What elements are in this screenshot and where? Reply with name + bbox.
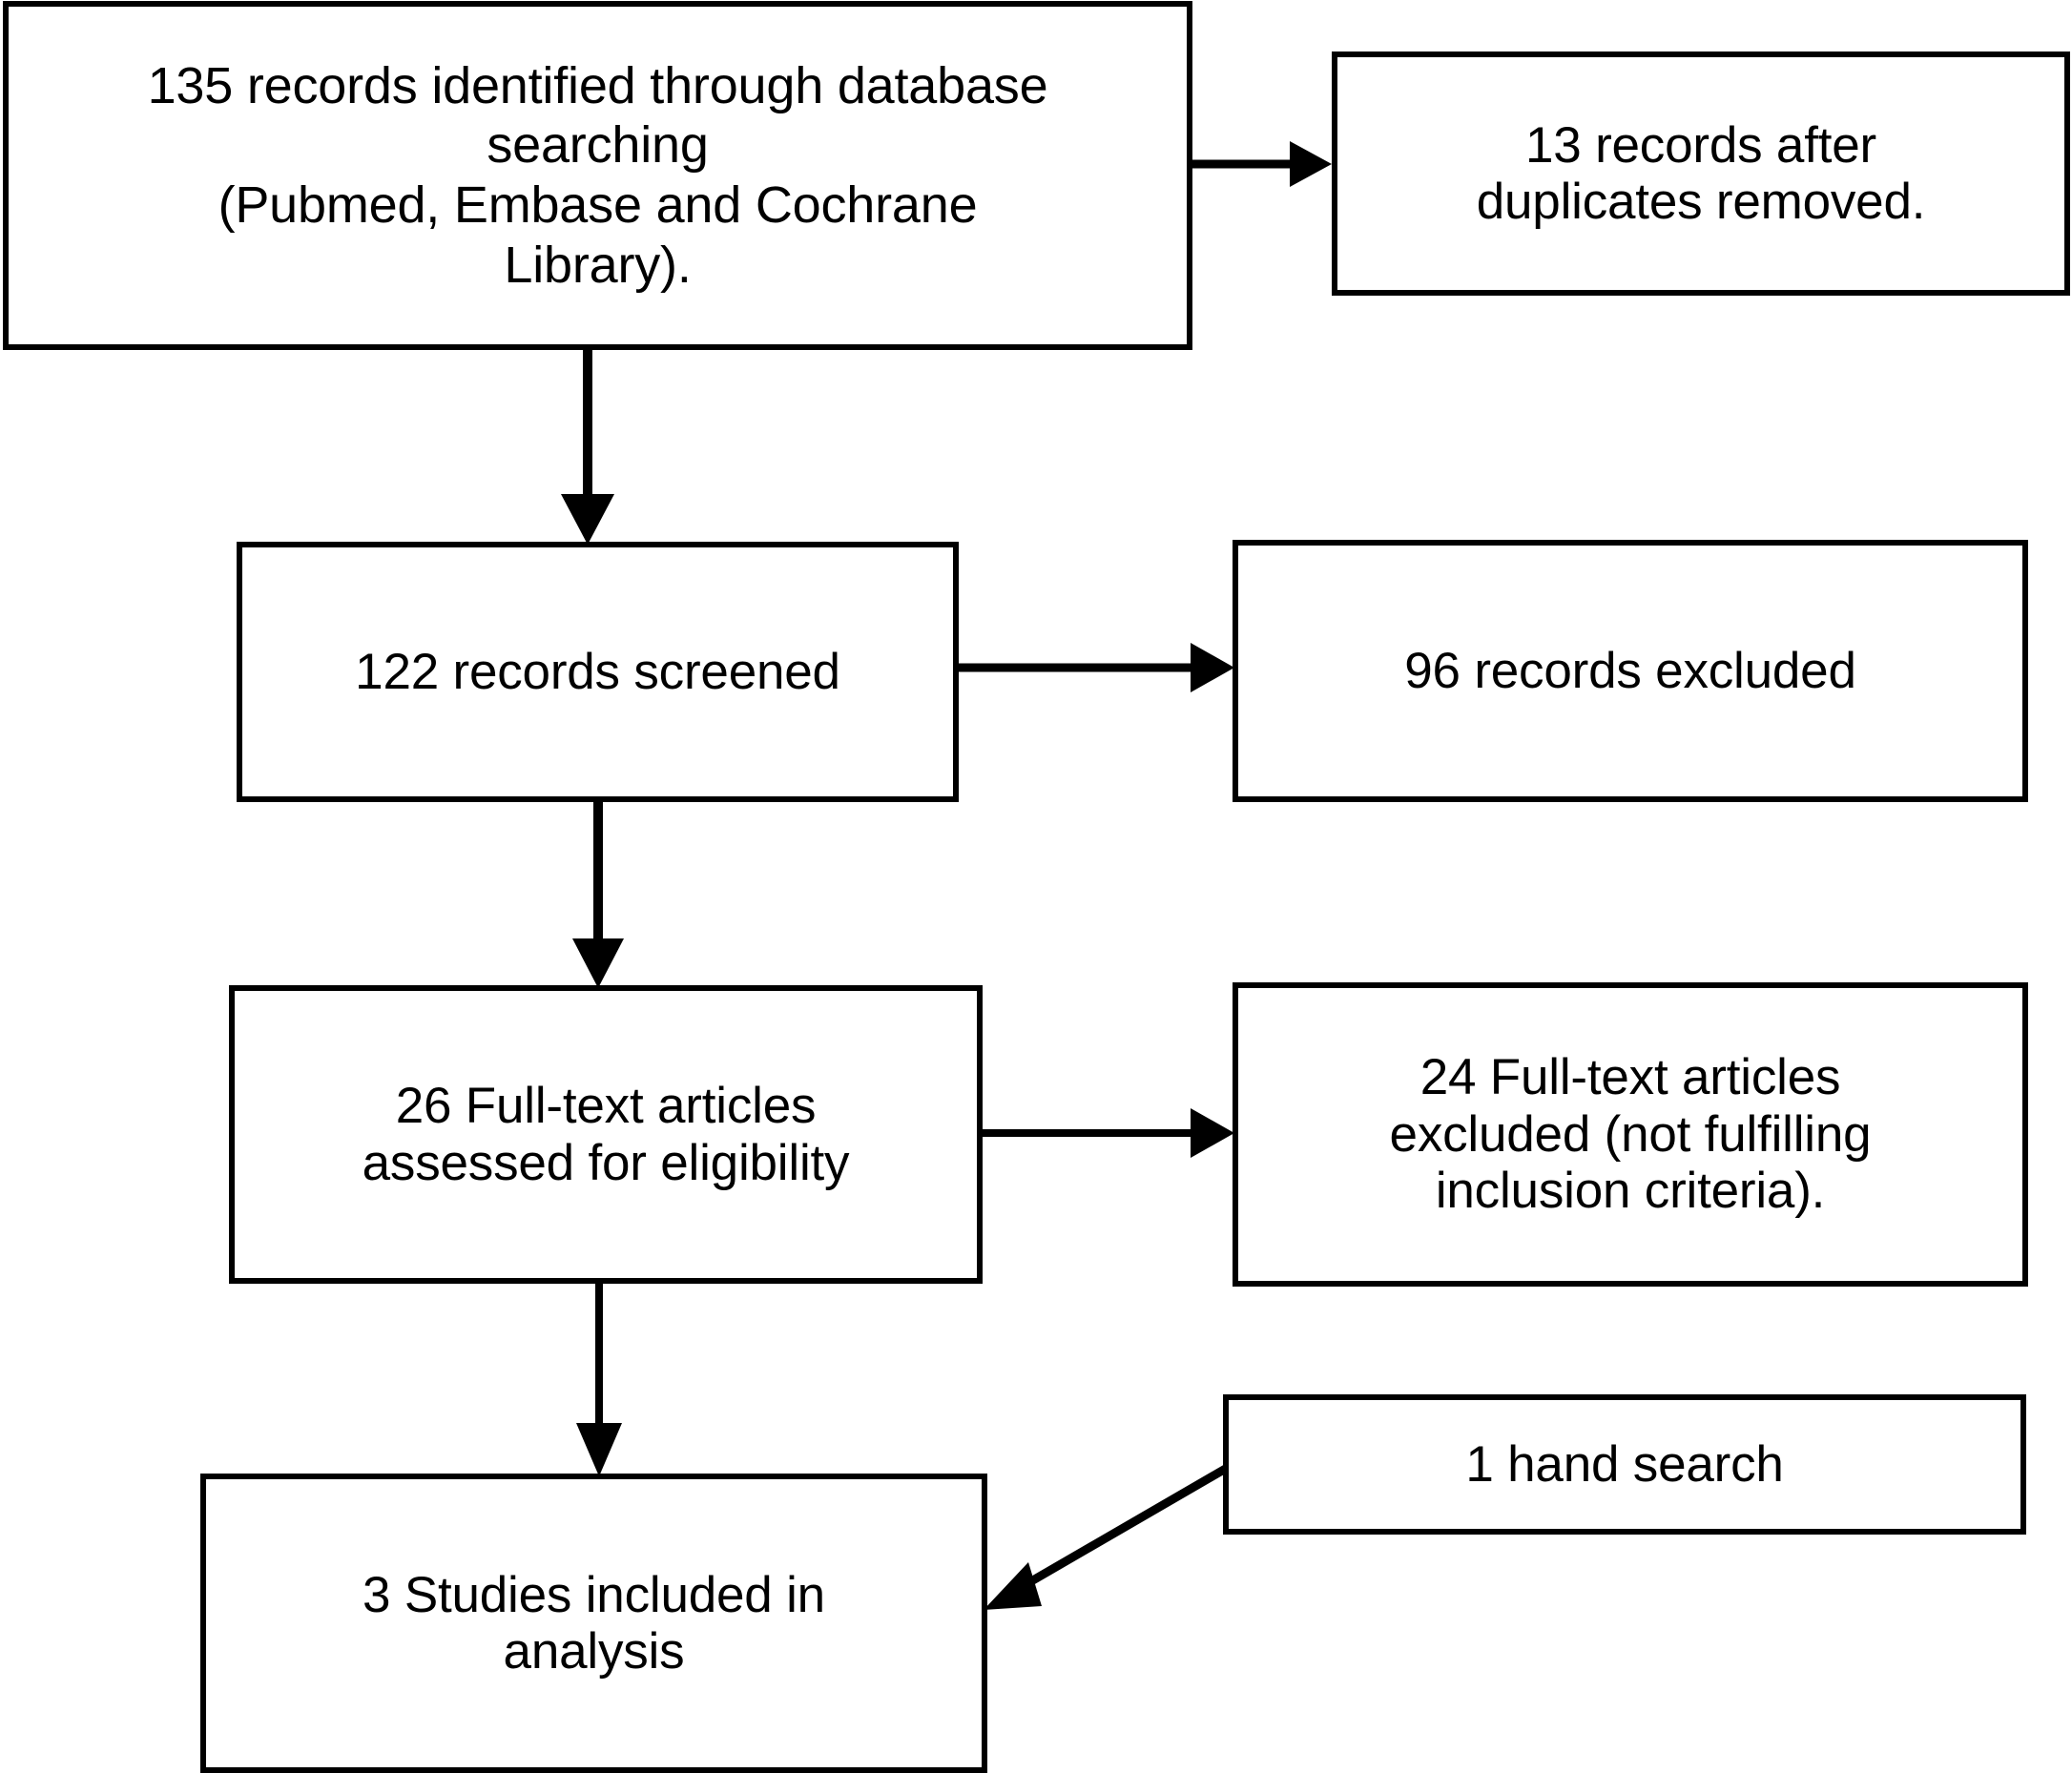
box-fulltext-articles-excluded-label: 24 Full-text articles excluded (not fulf… xyxy=(1389,1049,1872,1220)
arrow-fulltext-to-fulltext-excluded xyxy=(982,1108,1234,1158)
box-fulltext-articles-assessed-label: 26 Full-text articles assessed for eligi… xyxy=(362,1078,850,1191)
box-fulltext-articles-assessed: 26 Full-text articles assessed for eligi… xyxy=(229,985,983,1284)
box-records-screened-label: 122 records screened xyxy=(355,643,840,700)
box-records-identified-label: 135 records identified through database … xyxy=(147,56,1048,294)
box-records-excluded: 96 records excluded xyxy=(1233,540,2028,802)
box-hand-search: 1 hand search xyxy=(1223,1394,2026,1535)
box-hand-search-label: 1 hand search xyxy=(1465,1435,1784,1493)
arrow-handsearch-to-included xyxy=(984,1456,1243,1610)
box-records-screened: 122 records screened xyxy=(237,542,959,802)
box-studies-included-label: 3 Studies included in analysis xyxy=(363,1566,825,1680)
box-records-after-duplicates-removed-label: 13 records after duplicates removed. xyxy=(1476,116,1926,230)
box-records-excluded-label: 96 records excluded xyxy=(1404,642,1856,699)
box-studies-included: 3 Studies included in analysis xyxy=(200,1474,987,1773)
box-records-identified: 135 records identified through database … xyxy=(3,1,1192,350)
arrow-fulltext-to-included xyxy=(576,1283,622,1476)
box-records-after-duplicates-removed: 13 records after duplicates removed. xyxy=(1332,52,2070,296)
box-fulltext-articles-excluded: 24 Full-text articles excluded (not fulf… xyxy=(1233,982,2028,1287)
arrow-screened-to-fulltext xyxy=(572,800,624,988)
arrow-identified-to-screened xyxy=(561,350,614,545)
arrow-screened-to-excluded xyxy=(957,643,1234,692)
arrow-identified-to-duplicates xyxy=(1192,141,1332,187)
